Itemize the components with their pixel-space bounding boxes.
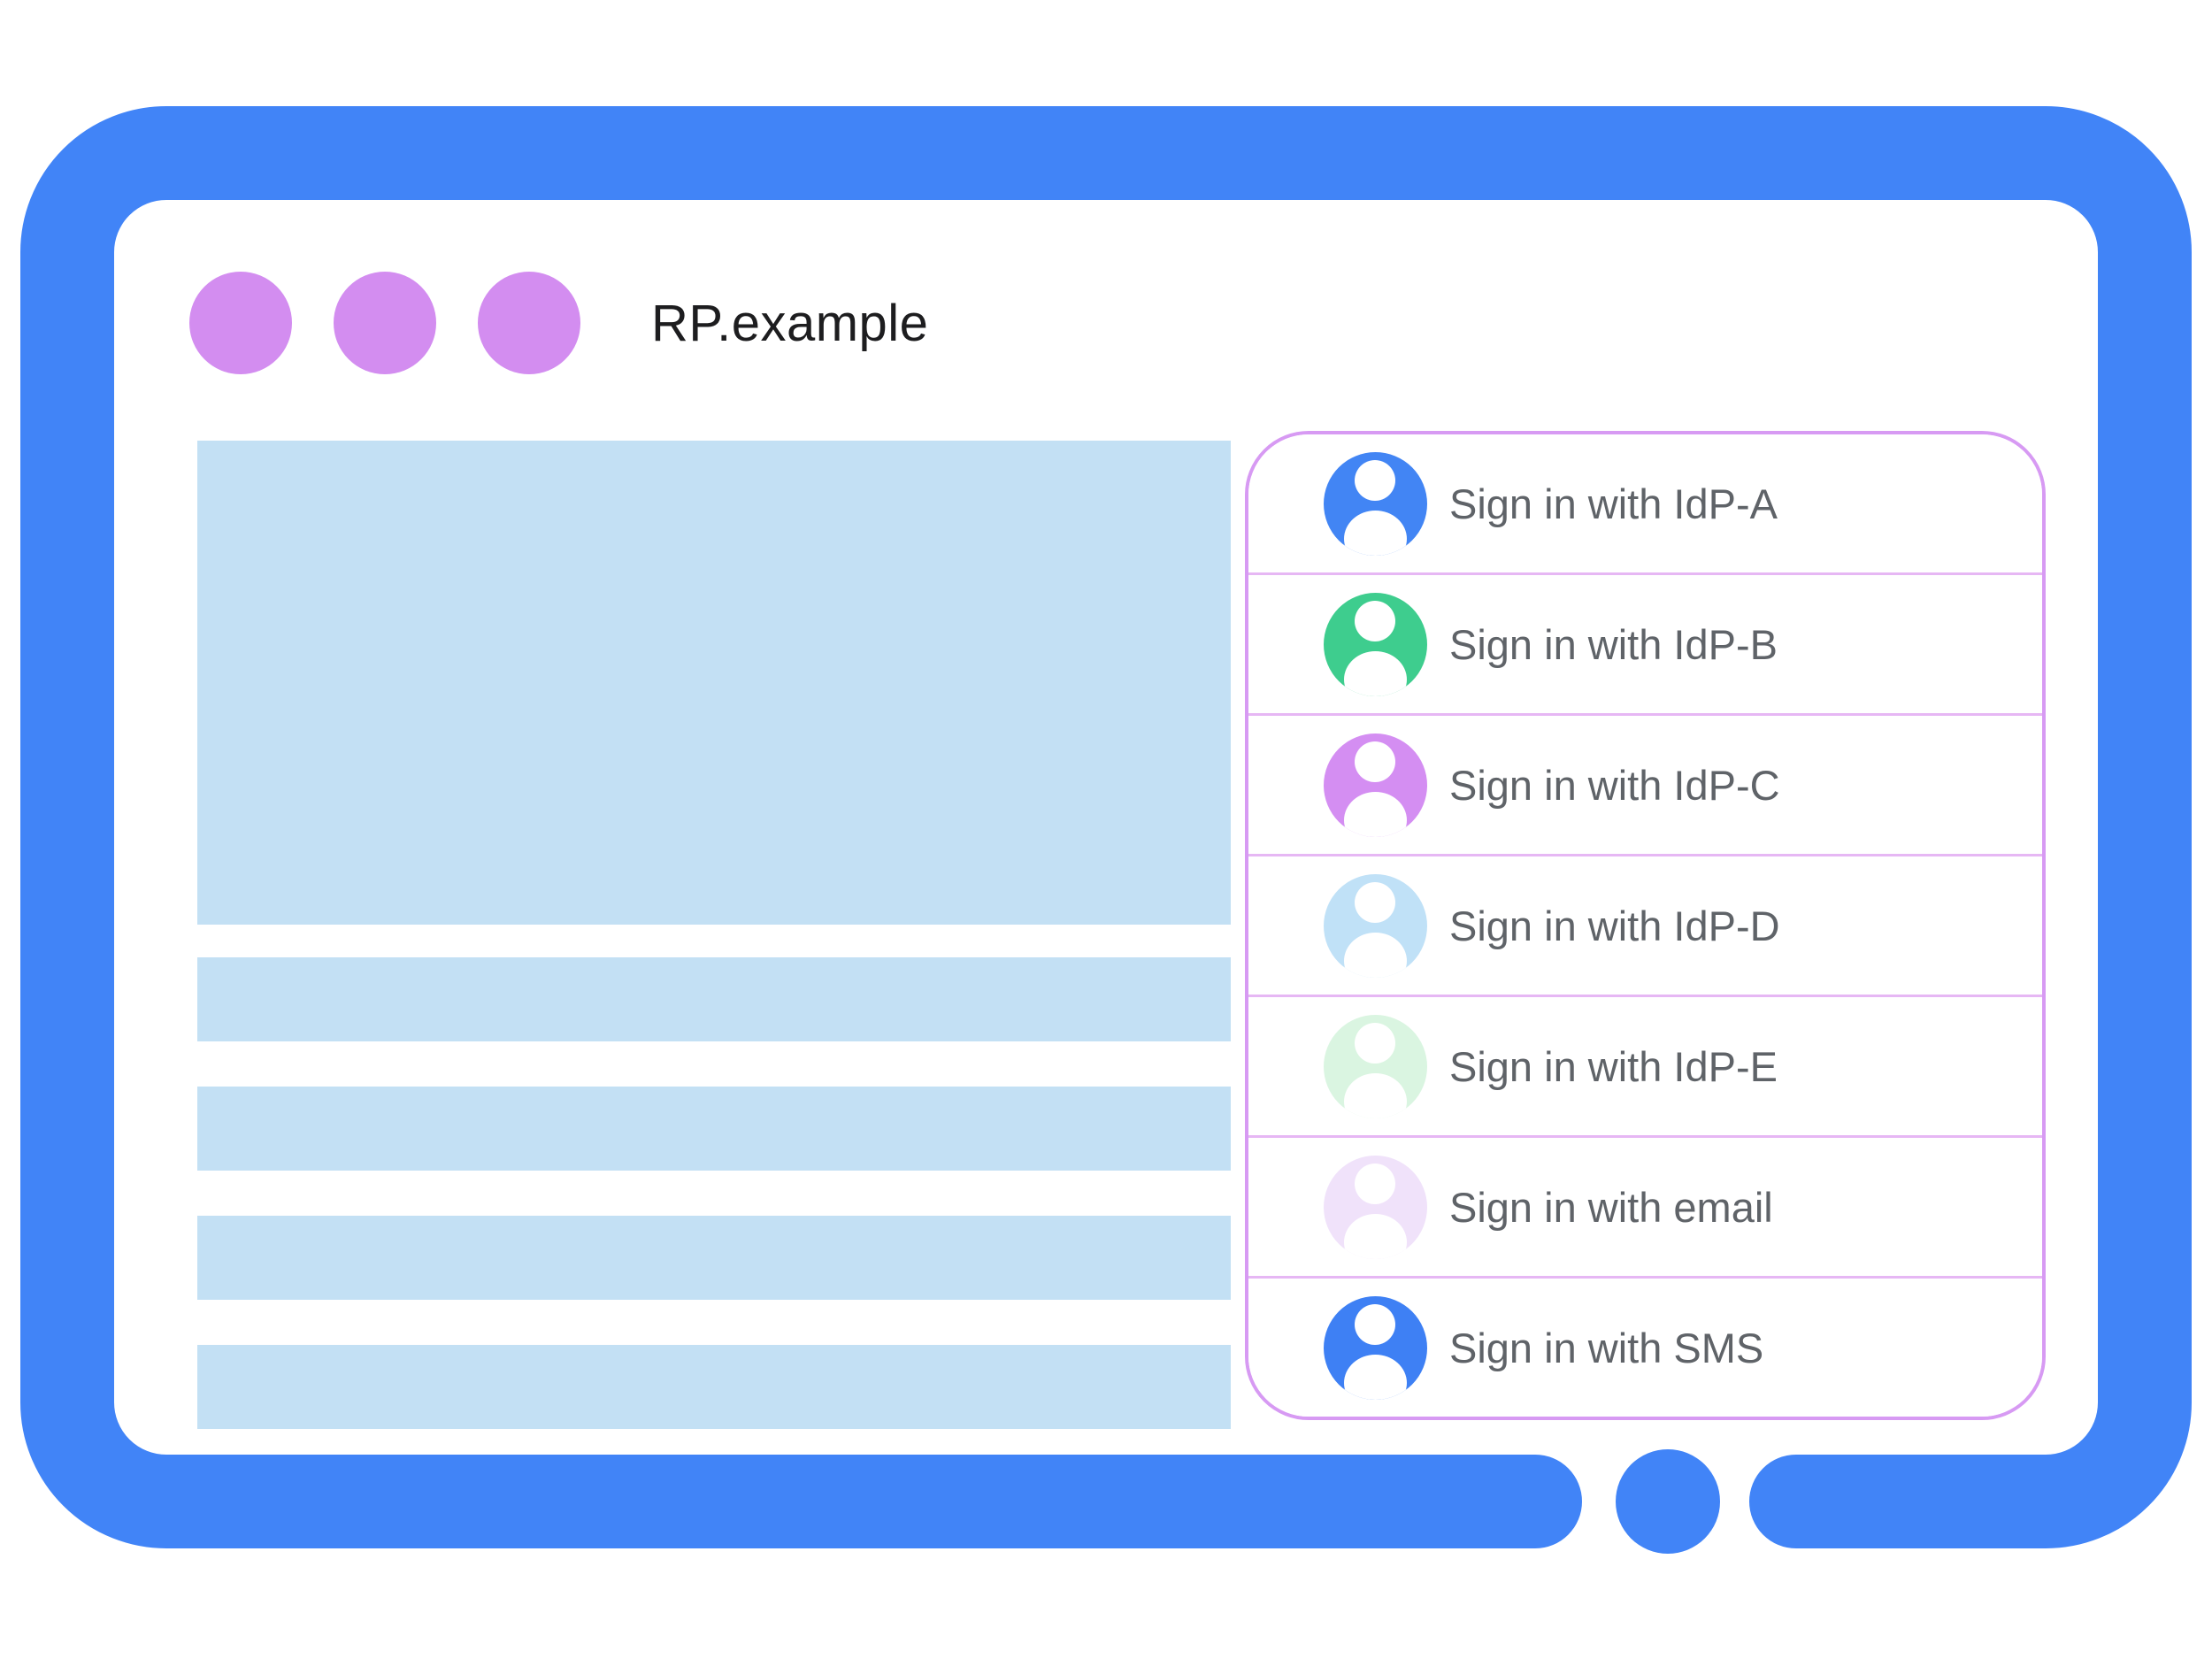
signin-option-label: Sign in with IdP-E — [1449, 1042, 1778, 1090]
signin-option-idp-a[interactable]: Sign in with IdP-A — [1248, 434, 2042, 575]
home-button[interactable] — [1616, 1449, 1720, 1554]
content-placeholder-hero — [197, 441, 1231, 925]
user-avatar-icon — [1324, 592, 1427, 696]
user-avatar-icon — [1324, 451, 1427, 556]
window-control-dot[interactable] — [334, 272, 436, 374]
signin-option-sms[interactable]: Sign in with SMS — [1248, 1279, 2042, 1417]
window-control-dot[interactable] — [478, 272, 580, 374]
signin-option-idp-c[interactable]: Sign in with IdP-C — [1248, 716, 2042, 856]
user-avatar-icon — [1324, 1155, 1427, 1259]
content-placeholder-bar — [197, 1345, 1231, 1429]
signin-option-label: Sign in with IdP-D — [1449, 902, 1780, 949]
signin-option-label: Sign in with SMS — [1449, 1324, 1764, 1371]
user-avatar-icon — [1324, 1014, 1427, 1118]
window-control-dot[interactable] — [189, 272, 292, 374]
signin-option-idp-b[interactable]: Sign in with IdP-B — [1248, 575, 2042, 716]
bezel-right-end-cap — [1749, 1455, 1847, 1548]
user-avatar-icon — [1324, 1295, 1427, 1400]
content-placeholder-bar — [197, 1216, 1231, 1300]
bezel-left-end-cap — [1485, 1455, 1582, 1548]
signin-option-idp-e[interactable]: Sign in with IdP-E — [1248, 997, 2042, 1138]
user-avatar-icon — [1324, 873, 1427, 978]
window-controls — [189, 272, 580, 374]
signin-option-idp-d[interactable]: Sign in with IdP-D — [1248, 856, 2042, 997]
signin-option-label: Sign in with email — [1449, 1183, 1773, 1231]
page-title: RP.example — [651, 295, 929, 352]
signin-option-email[interactable]: Sign in with email — [1248, 1138, 2042, 1279]
content-placeholder-bar — [197, 957, 1231, 1041]
signin-option-label: Sign in with IdP-C — [1449, 761, 1780, 809]
signin-option-label: Sign in with IdP-B — [1449, 620, 1778, 668]
user-avatar-icon — [1324, 733, 1427, 837]
signin-option-label: Sign in with IdP-A — [1449, 480, 1778, 527]
signin-panel: Sign in with IdP-A Sign in with IdP-B Si… — [1245, 431, 2046, 1420]
content-placeholder-bar — [197, 1087, 1231, 1171]
